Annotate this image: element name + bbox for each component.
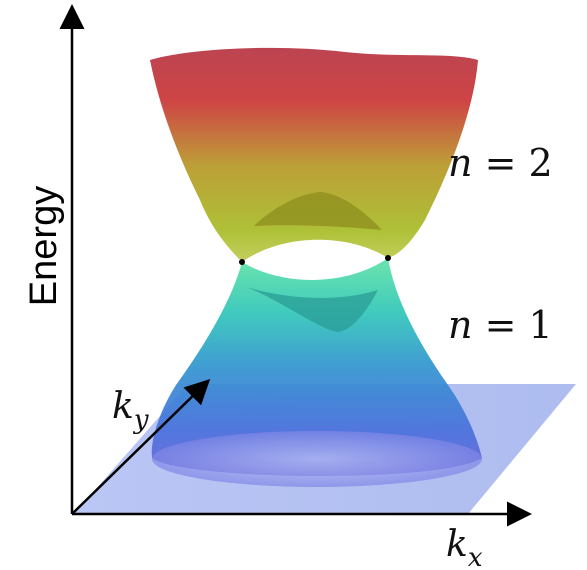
upper-band — [150, 47, 478, 263]
kx-label: kx — [446, 524, 483, 570]
band-label-lower: n = 1 — [448, 303, 553, 347]
touch-point-right — [385, 255, 391, 261]
lower-band — [151, 258, 483, 487]
ky-axis — [71, 379, 211, 515]
energy-label: Energy — [23, 186, 65, 306]
band-label-upper: n = 2 — [448, 141, 553, 185]
touch-point-left — [239, 259, 245, 265]
ky-label: ky — [112, 386, 149, 435]
